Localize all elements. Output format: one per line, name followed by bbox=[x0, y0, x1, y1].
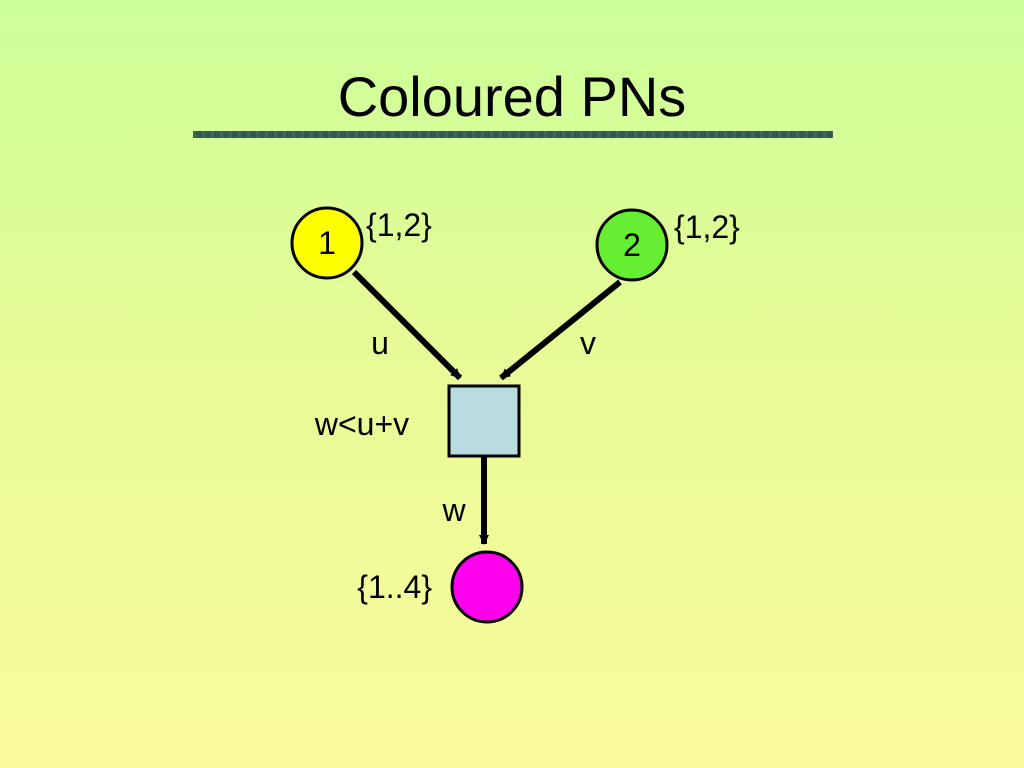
slide-title: Coloured PNs bbox=[337, 65, 687, 128]
transition-guard: w<u+v bbox=[314, 406, 409, 442]
arc-v bbox=[499, 279, 622, 381]
place-1-label: 1 bbox=[318, 225, 336, 261]
place-2 bbox=[595, 208, 669, 282]
arc-w-label: w bbox=[441, 492, 466, 528]
arc-u-label: u bbox=[371, 325, 389, 361]
arc-u bbox=[351, 269, 463, 381]
transition bbox=[447, 384, 521, 458]
place-1-colour-set: {1,2} bbox=[366, 207, 432, 243]
place-1 bbox=[290, 206, 364, 280]
place-output bbox=[450, 550, 524, 624]
place-2-colour-set: {1,2} bbox=[674, 209, 740, 245]
place-2-label: 2 bbox=[623, 227, 641, 263]
place-output-colour-set: {1..4} bbox=[357, 569, 432, 605]
title-underline bbox=[193, 131, 833, 138]
arc-v-label: v bbox=[580, 325, 596, 361]
